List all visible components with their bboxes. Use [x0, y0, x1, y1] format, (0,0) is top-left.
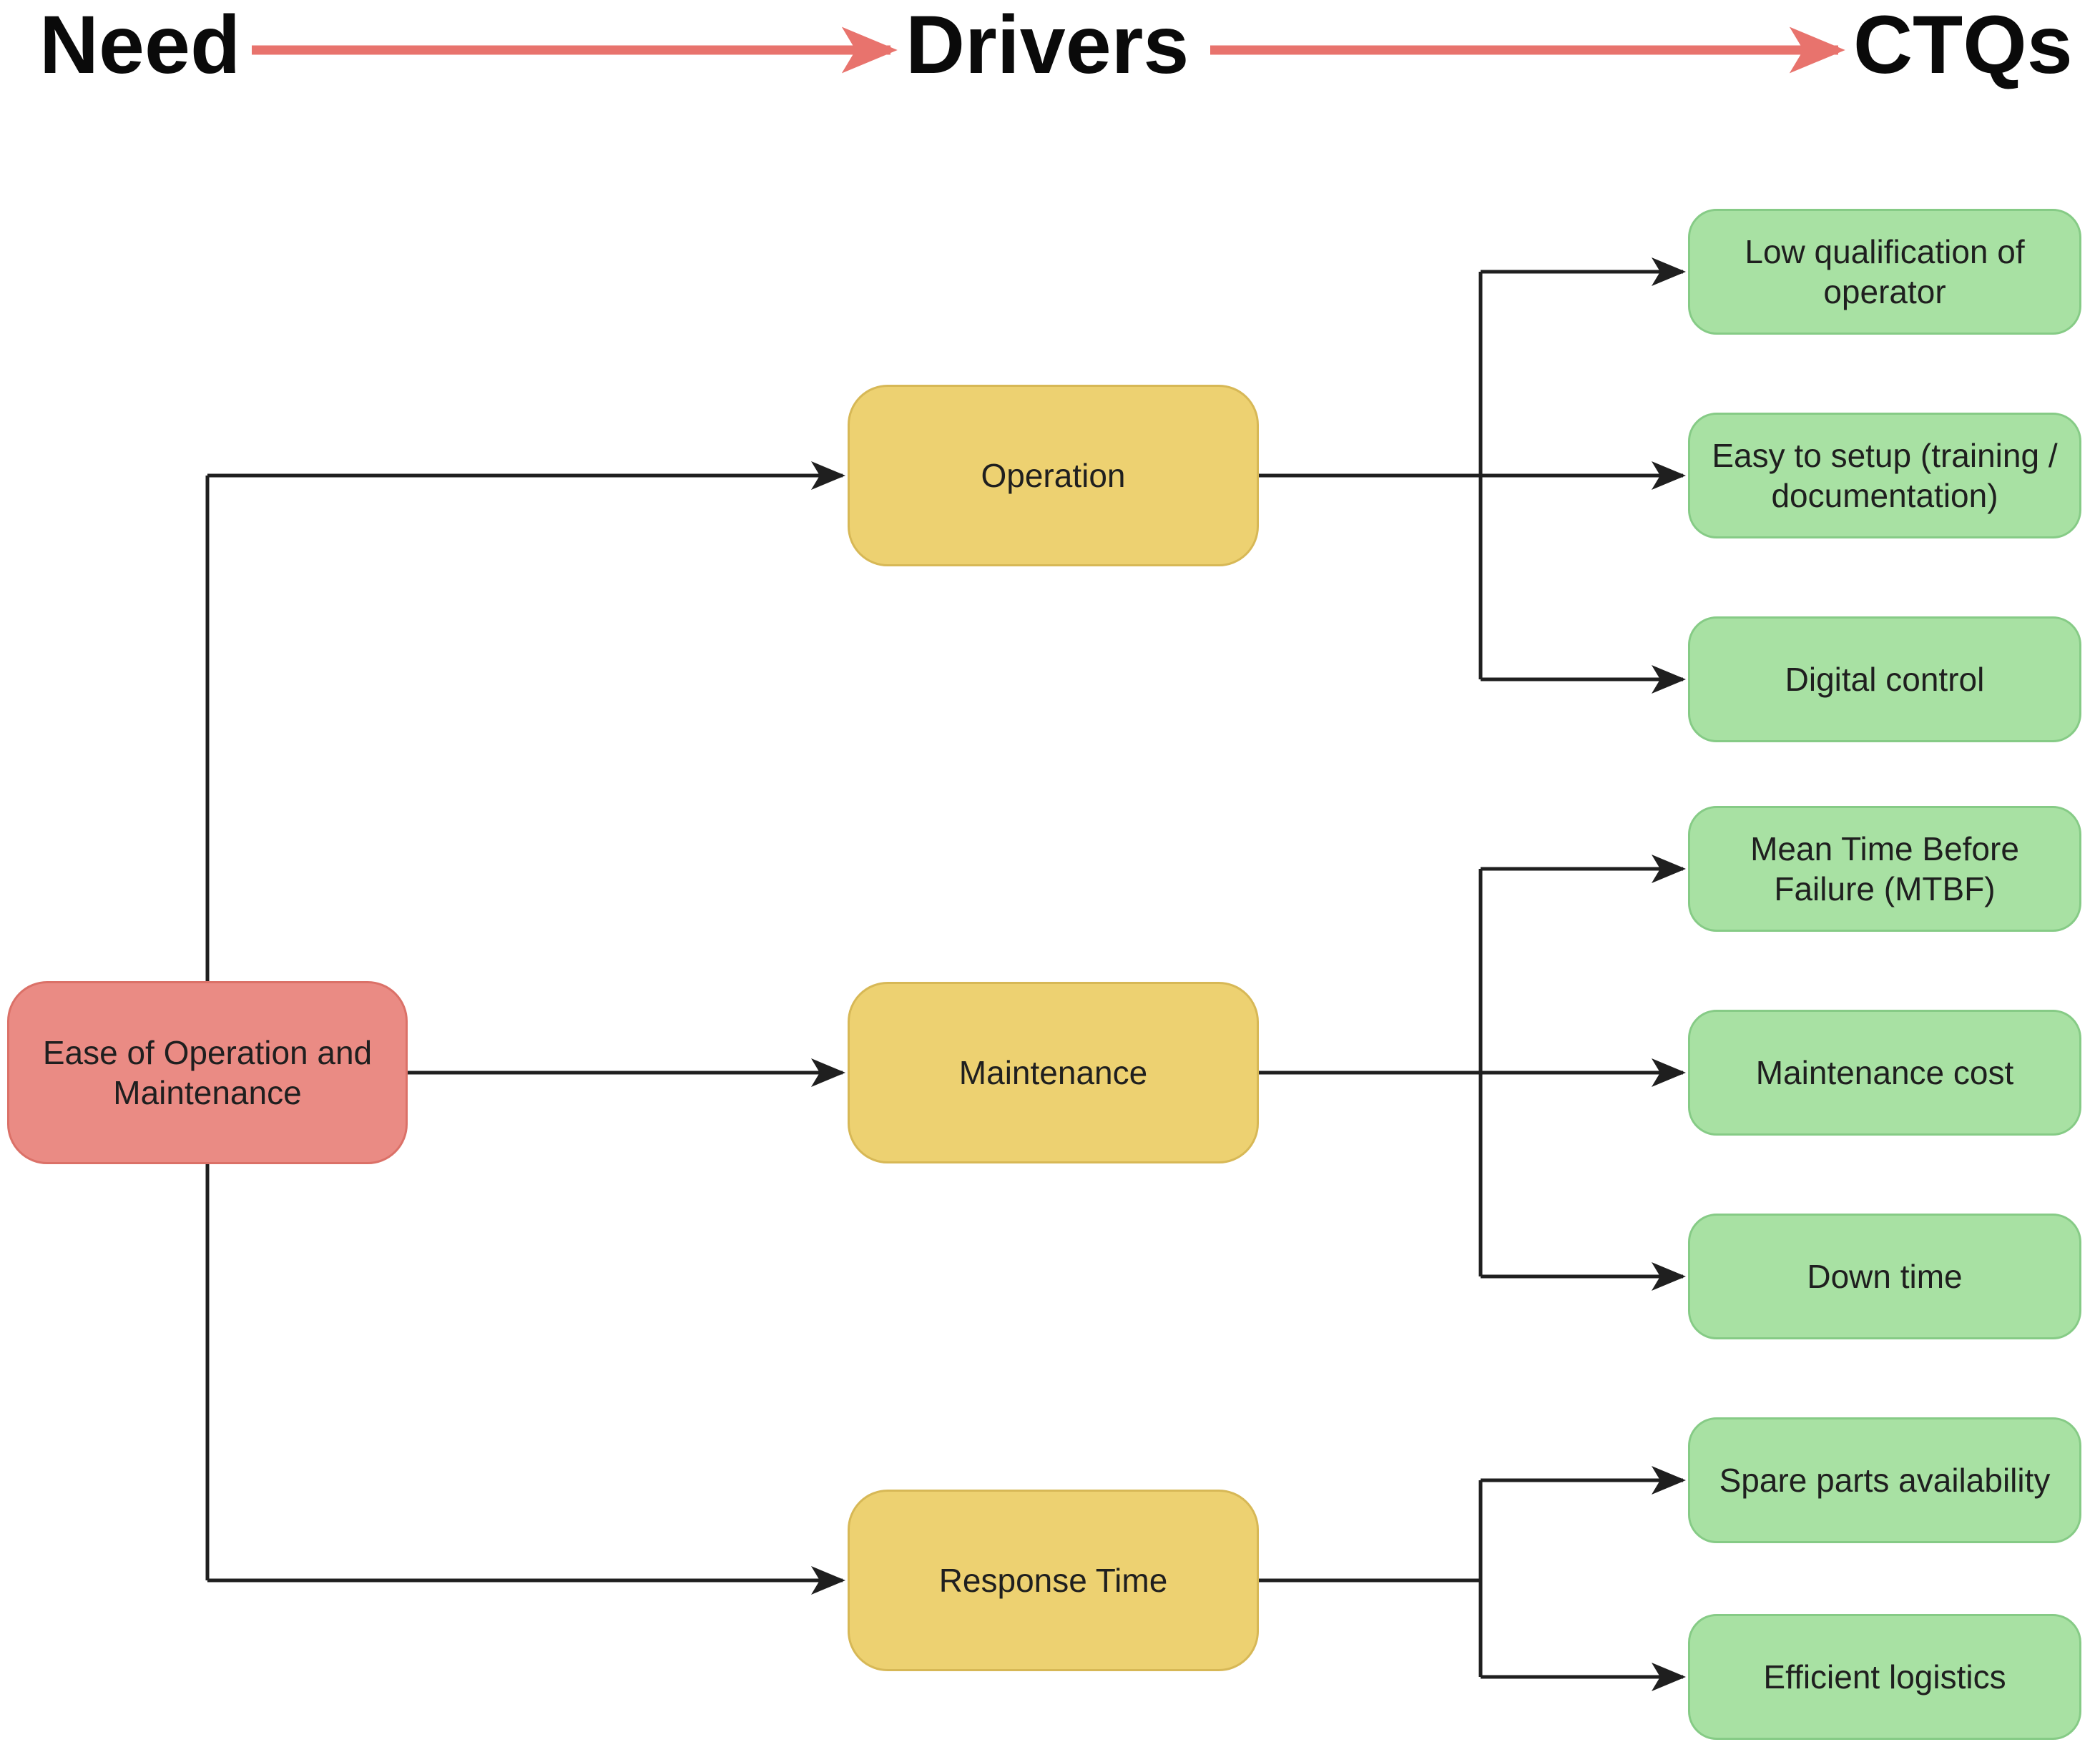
operation-branch-connectors — [1259, 257, 1686, 694]
ctq-node-efficient-logistics: Efficient logistics — [1688, 1614, 2081, 1740]
ctq-node-easy-setup: Easy to setup (training / documentation) — [1688, 413, 2081, 538]
ctq-node-down-time: Down time — [1688, 1214, 2081, 1339]
ctq-node-spare-parts: Spare parts availability — [1688, 1417, 2081, 1543]
column-header-drivers: Drivers — [906, 0, 1189, 91]
ctq-node-low-qualification: Low qualification of operator — [1688, 209, 2081, 335]
column-header-need: Need — [39, 0, 241, 91]
need-node: Ease of Operation and Maintenance — [7, 981, 408, 1164]
driver-node-maintenance: Maintenance — [848, 982, 1259, 1163]
ctq-node-digital-control: Digital control — [1688, 616, 2081, 742]
ctq-node-maintenance-cost: Maintenance cost — [1688, 1010, 2081, 1136]
maintenance-branch-connectors — [1259, 855, 1686, 1291]
ctq-node-mtbf: Mean Time Before Failure (MTBF) — [1688, 806, 2081, 932]
driver-node-response-time: Response Time — [848, 1490, 1259, 1671]
response-time-branch-connectors — [1259, 1466, 1686, 1691]
column-header-ctqs: CTQs — [1853, 0, 2073, 91]
driver-node-operation: Operation — [848, 385, 1259, 566]
